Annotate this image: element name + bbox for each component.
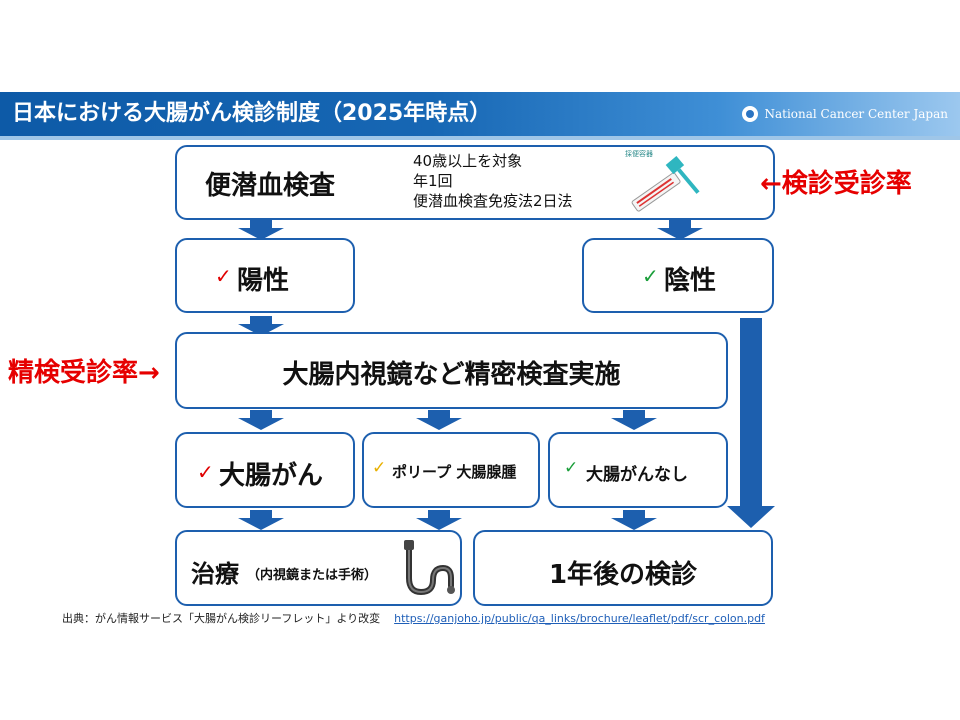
page-title: 日本における大腸がん検診制度（2025年時点） — [12, 101, 492, 126]
cancer-box: ✓ 大腸がん — [175, 432, 355, 508]
arrow-workup-polyp — [416, 410, 462, 430]
sample-kit-illustration: 採便容器 — [625, 149, 715, 217]
arrow-workup-nocancer — [611, 410, 657, 430]
header-bar: 日本における大腸がん検診制度（2025年時点） National Cancer … — [0, 92, 960, 136]
check-icon: ✓ — [372, 458, 387, 478]
arrow-fobt-negative — [657, 220, 703, 240]
no-cancer-label: 大腸がんなし — [586, 465, 688, 485]
fobt-details: 40歳以上を対象 年1回 便潜血検査免疫法2日法 — [413, 151, 573, 211]
workup-box: 大腸内視鏡など精密検査実施 — [175, 332, 728, 409]
polyp-label: ポリープ 大腸腺腫 — [392, 463, 517, 481]
check-icon: ✓ — [197, 460, 214, 484]
fobt-detail-frequency: 年1回 — [413, 172, 453, 190]
polyp-box: ✓ ポリープ 大腸腺腫 — [362, 432, 540, 508]
arrow-cancer-treatment — [238, 510, 284, 530]
positive-label: 陽性 — [237, 266, 290, 296]
source-link[interactable]: https://ganjoho.jp/public/qa_links/broch… — [394, 612, 765, 625]
arrow-nocancer-followup — [611, 510, 657, 530]
fobt-title: 便潜血検査 — [205, 171, 336, 201]
negative-box: ✓ 陰性 — [582, 238, 774, 313]
treatment-label: 治療 — [191, 560, 239, 588]
sample-container-icon — [631, 155, 700, 212]
fobt-box: 便潜血検査 40歳以上を対象 年1回 便潜血検査免疫法2日法 採便容器 — [175, 145, 775, 220]
check-icon: ✓ — [642, 264, 659, 288]
endoscope-icon — [404, 540, 455, 596]
header-underline — [0, 136, 960, 140]
negative-label: 陰性 — [664, 266, 717, 296]
cancer-label: 大腸がん — [219, 461, 324, 491]
arrow-positive-workup — [238, 316, 284, 336]
arrow-negative-followup — [727, 318, 775, 528]
fobt-detail-target: 40歳以上を対象 — [413, 152, 523, 170]
treatment-box: 治療 （内視鏡または手術） — [175, 530, 462, 606]
ncc-logo-icon — [742, 106, 759, 122]
source-citation: 出典：がん情報サービス「大腸がん検診リーフレット」より改変 https://gan… — [62, 610, 765, 626]
treatment-sub: （内視鏡または手術） — [247, 568, 378, 583]
screening-rate-annotation: ←検診受診率 — [760, 169, 912, 199]
followup-label: 1年後の検診 — [548, 560, 698, 590]
check-icon: ✓ — [215, 264, 232, 288]
source-text: 出典：がん情報サービス「大腸がん検診リーフレット」より改変 — [62, 612, 381, 625]
org-name: National Cancer Center Japan — [764, 107, 948, 121]
arrow-fobt-positive — [238, 220, 284, 240]
fobt-detail-method: 便潜血検査免疫法2日法 — [413, 192, 573, 210]
check-icon: ✓ — [564, 458, 579, 478]
arrow-workup-cancer — [238, 410, 284, 430]
org-branding: National Cancer Center Japan — [742, 92, 948, 136]
kit-label: 採便容器 — [625, 150, 653, 158]
positive-box: ✓ 陽性 — [175, 238, 355, 313]
no-cancer-box: ✓ 大腸がんなし — [548, 432, 728, 508]
followup-rate-annotation: 精検受診率→ — [8, 358, 160, 388]
workup-label: 大腸内視鏡など精密検査実施 — [282, 360, 621, 390]
followup-box: 1年後の検診 — [473, 530, 773, 606]
arrow-polyp-treatment — [416, 510, 462, 530]
